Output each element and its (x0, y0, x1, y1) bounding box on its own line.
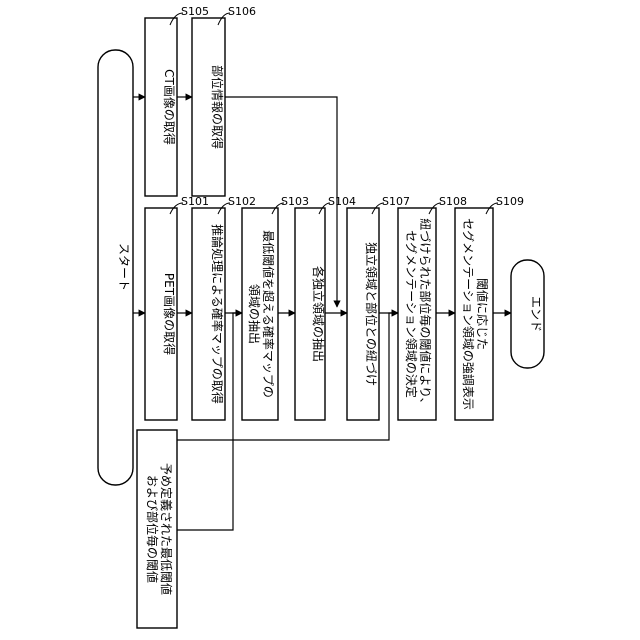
step-s101-text: PET画像の取得 (162, 273, 177, 355)
step-s108-id: S108 (439, 195, 467, 208)
step-s102-id: S102 (228, 195, 256, 208)
step-s103-id: S103 (281, 195, 309, 208)
step-s102-text: 推論処理による確率マップの取得 (210, 224, 225, 404)
end-label: エンド (529, 296, 543, 332)
step-s109-id: S109 (496, 195, 524, 208)
step-s103-line2: 領域の抽出 (247, 284, 262, 344)
step-s104-id: S104 (328, 195, 356, 208)
threshold-line1: 予め定義された最低閾値 (159, 463, 174, 595)
step-s109-line1: 閾値に応じた (475, 278, 490, 350)
step-s103-line1: 最低閾値を超える確率マップの (261, 230, 276, 398)
step-s108-line2: セグメンテーション領域の決定 (404, 230, 419, 398)
start-label: スタート (117, 243, 131, 291)
step-s101-id: S101 (181, 195, 209, 208)
step-s106: 部位情報の取得 S106 (192, 5, 256, 196)
step-s105-text: CT画像の取得 (162, 69, 177, 145)
step-s107-text: 独立領域と部位との紐づけ (364, 242, 379, 386)
start-terminal: スタート (98, 50, 133, 485)
step-s107-id: S107 (382, 195, 410, 208)
end-terminal: エンド (511, 260, 544, 368)
step-s106-id: S106 (228, 5, 256, 18)
step-s109-line2: セグメンテーション領域の強調表示 (461, 218, 476, 410)
step-s104-text: 各独立領域の抽出 (311, 266, 326, 362)
step-s106-text: 部位情報の取得 (210, 65, 225, 149)
threshold-input-box: 予め定義された最低閾値 および部位毎の閾値 (137, 430, 177, 628)
threshold-line2: および部位毎の閾値 (145, 475, 160, 583)
step-s108-line1: 紐づけられた部位毎の閾値により、 (418, 218, 433, 409)
step-s105-id: S105 (181, 5, 209, 18)
